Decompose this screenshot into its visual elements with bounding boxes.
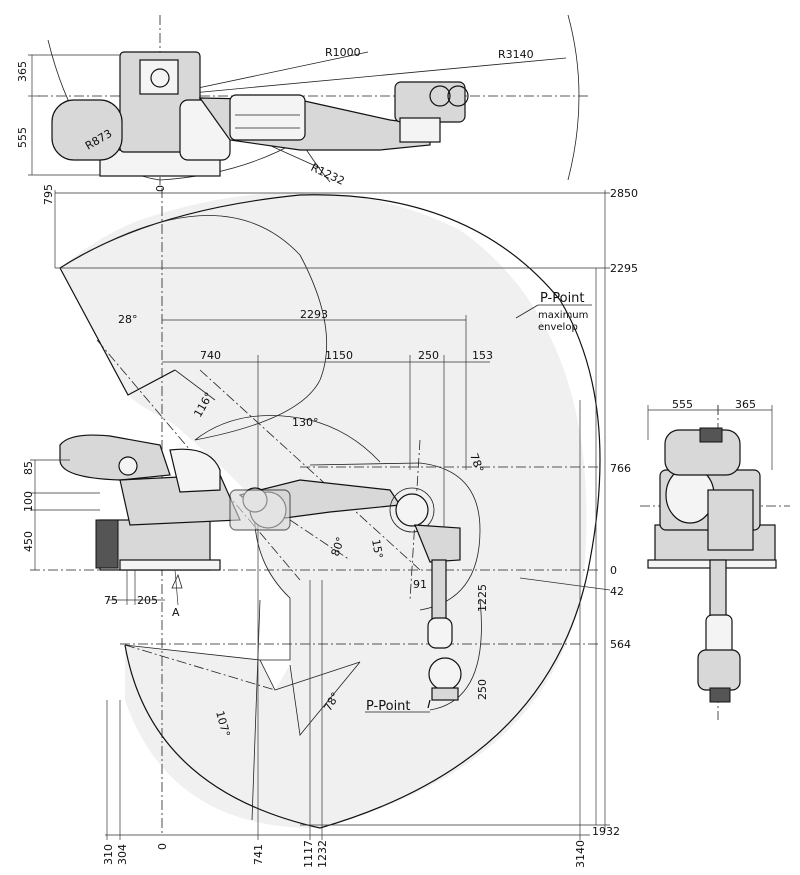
front-view-arm — [707, 489, 754, 551]
top-view-dim-555: 555 — [16, 127, 29, 148]
dim-2293: 2293 — [300, 308, 328, 321]
inner-envelope-1 — [59, 215, 328, 401]
top-view-counterweight — [51, 99, 123, 161]
dim-1932: 1932 — [592, 825, 620, 838]
section-a-arrow — [171, 573, 183, 589]
dim-250-vertical: 250 — [476, 679, 489, 700]
angle-80: 80° — [329, 535, 348, 558]
front-view-tool-tip — [709, 687, 731, 703]
front-view-tool — [697, 649, 741, 691]
robot-tool-shaft — [431, 559, 447, 621]
bottom-dim-310: 310 — [102, 844, 115, 865]
line-42 — [519, 577, 611, 591]
p-point-maximum-envelope — [59, 194, 601, 829]
p-point-wrist-leader — [427, 699, 431, 709]
angle-15: 15° — [369, 538, 385, 559]
inner-envelope-6 — [289, 661, 361, 736]
robot-forearm-housing — [229, 489, 291, 531]
envelop-label: envelop — [538, 322, 578, 333]
bottom-dim-3140: 3140 — [574, 840, 587, 868]
bottom-dim-1232: 1232 — [316, 840, 329, 868]
robot-counterweight — [59, 434, 171, 481]
robot-tool-tip — [431, 687, 459, 701]
angle-28: 28° — [118, 313, 138, 326]
robot-wrist-joint — [395, 493, 429, 527]
dim-205: 205 — [137, 594, 158, 607]
dim-153: 153 — [472, 349, 493, 362]
top-view-joint-box — [139, 59, 179, 95]
front-view-motor-cap — [699, 427, 723, 443]
top-view-zero: 0 — [154, 185, 167, 192]
dim-250: 250 — [418, 349, 439, 362]
dim-766: 766 — [610, 462, 631, 475]
dim-740: 740 — [200, 349, 221, 362]
inner-envelope-7 — [124, 644, 261, 661]
inner-envelope-2 — [194, 379, 321, 441]
top-view-arc-r3140 — [567, 14, 580, 181]
top-view-label-r1232: R1232 — [309, 161, 347, 188]
dim-450: 450 — [22, 531, 35, 552]
dim-42: 42 — [610, 585, 624, 598]
dim-2295: 2295 — [610, 262, 638, 275]
section-a-line — [174, 569, 179, 606]
bottom-dim-0: 0 — [156, 843, 169, 850]
dim-795: 795 — [42, 184, 55, 205]
robot-tool-flange — [427, 617, 453, 649]
bottom-dim-741: 741 — [252, 844, 265, 865]
top-view-wrist-roller-1 — [429, 85, 451, 107]
robot-counterweight-joint — [118, 456, 138, 476]
angle-78: 78° — [467, 452, 486, 475]
front-view: 555 365 — [640, 398, 790, 720]
dim-91: 91 — [413, 578, 427, 591]
maximum-label: maximum — [538, 310, 588, 321]
top-view-arm-housing — [229, 94, 306, 141]
top-view-label-r3140: R3140 — [498, 48, 534, 61]
inner-envelope-9 — [429, 599, 482, 711]
top-view-wrist-roller-2 — [447, 85, 469, 107]
line-a107 — [124, 644, 276, 691]
side-view: 795 85 100 450 2850 2295 766 0 42 564 19… — [22, 184, 638, 868]
dim-2850: 2850 — [610, 187, 638, 200]
robot-base-flange — [95, 519, 119, 569]
bottom-dim-1117: 1117 — [302, 840, 315, 868]
angle-130: 130° — [292, 416, 319, 429]
inner-envelope-8 — [251, 599, 261, 821]
dim-75: 75 — [104, 594, 118, 607]
top-view: 365 555 R1000 R3140 R873 R1232 0 — [16, 14, 590, 192]
robot-wrist-joint-outer — [389, 487, 435, 533]
top-view-radius-line-r3140 — [159, 57, 567, 97]
front-view-dim-555: 555 — [672, 398, 693, 411]
dim-85: 85 — [22, 461, 35, 475]
dim-0-right: 0 — [610, 564, 617, 577]
top-view-wrist-plate — [399, 117, 441, 143]
bottom-dim-304: 304 — [116, 844, 129, 865]
robot-motor-pack — [169, 448, 221, 493]
top-view-dim-365: 365 — [16, 61, 29, 82]
robot-wrist-body — [414, 524, 461, 563]
section-label-a: A — [172, 606, 180, 619]
top-view-joint-circle — [150, 68, 170, 88]
dim-100: 100 — [22, 491, 35, 512]
robot-tool-head — [428, 657, 462, 691]
top-view-label-r1000: R1000 — [325, 46, 361, 59]
robot-base-plate — [119, 559, 221, 571]
dim-1225: 1225 — [476, 584, 489, 612]
p-point-envelope-leader — [515, 304, 539, 319]
front-view-wrist — [705, 614, 733, 656]
inner-envelope-3 — [194, 415, 381, 463]
front-view-forearm — [709, 559, 727, 621]
p-point-envelope-label: P-Point — [540, 291, 585, 306]
front-view-dim-365: 365 — [735, 398, 756, 411]
top-view-wrist — [394, 81, 466, 123]
p-point-wrist-label: P-Point — [366, 699, 411, 714]
dim-1150: 1150 — [325, 349, 353, 362]
line-a130 — [199, 369, 421, 571]
dim-564: 564 — [610, 638, 631, 651]
